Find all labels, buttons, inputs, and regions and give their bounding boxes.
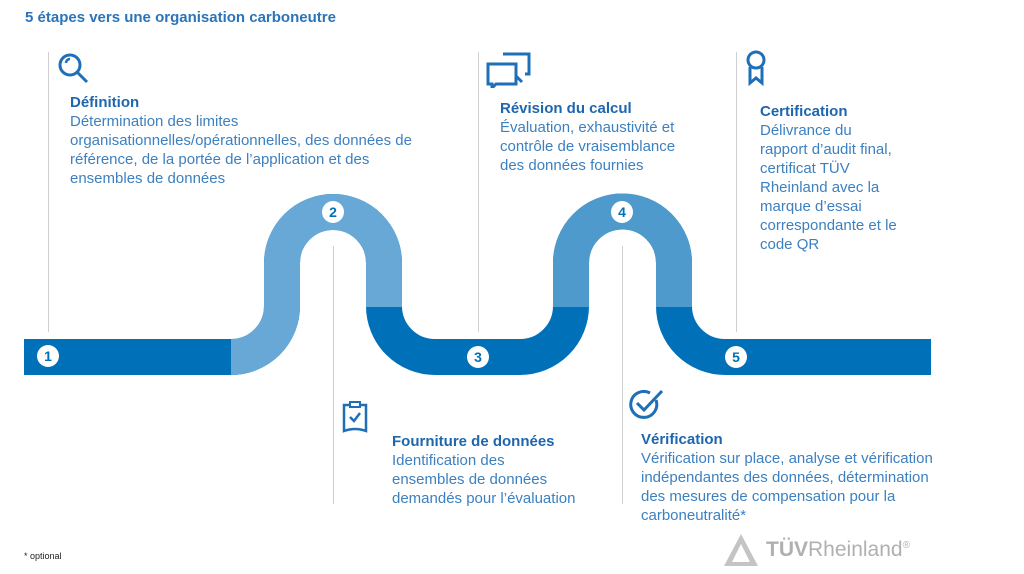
step-5-heading: Certification <box>760 103 848 120</box>
step-5-text: Certification Délivrance du rapport d’au… <box>760 102 960 254</box>
divider-step-5 <box>736 52 737 332</box>
step-4-line: Vérification sur place, analyse et vérif… <box>641 450 933 467</box>
step-marker-1 <box>37 345 59 367</box>
step-number-2: 2 <box>329 204 337 220</box>
step-marker-5 <box>725 346 747 368</box>
divider-step-4 <box>622 246 623 504</box>
step-4-line: des mesures de compensation pour la <box>641 488 896 505</box>
divider-step-2 <box>333 246 334 504</box>
step-5-line: marque d’essai <box>760 198 862 215</box>
divider-step-3 <box>478 52 479 332</box>
chat-bubbles-icon <box>486 52 531 88</box>
step-marker-4 <box>611 201 633 223</box>
step-3-line: contrôle de vraisemblance <box>500 138 676 155</box>
step-4-text: Vérification Vérification sur place, ana… <box>641 430 981 525</box>
step-2-heading: Fourniture de données <box>392 433 555 450</box>
page-title: 5 étapes vers une organisation carboneut… <box>25 9 336 26</box>
clipboard-check-icon <box>342 401 368 433</box>
check-circle-icon <box>629 389 664 419</box>
step-number-5: 5 <box>732 349 740 365</box>
step-1-text: Définition Détermination des limites org… <box>70 93 470 188</box>
step-5-line: certificat TÜV <box>760 160 850 177</box>
triangle-logo-icon <box>724 534 758 566</box>
step-number-3: 3 <box>474 349 482 365</box>
step-number-4: 4 <box>618 204 626 220</box>
step-5-line: Rheinland avec la <box>760 179 880 196</box>
step-3-line: des données fournies <box>500 157 644 174</box>
step-4-line: indépendantes des données, détermination <box>641 469 929 486</box>
step-2-text: Fourniture de données Identification des… <box>392 432 622 508</box>
logo-text: TÜVRheinland® <box>766 538 910 561</box>
footnote: * optional <box>24 551 62 561</box>
step-5-line: correspondante et le <box>760 217 897 234</box>
step-3-heading: Révision du calcul <box>500 100 632 117</box>
path-segment-2 <box>230 194 402 375</box>
step-2-line: ensembles de données <box>392 471 548 488</box>
step-4-line: carboneutralité* <box>641 507 747 524</box>
step-5-line: Délivrance du <box>760 122 852 139</box>
step-5-line: code QR <box>760 236 820 253</box>
path-segment-4 <box>553 193 692 307</box>
tuv-rheinland-logo: TÜVRheinland® <box>722 532 910 568</box>
step-number-1: 1 <box>44 348 52 364</box>
step-1-line: Détermination des limites <box>70 113 239 130</box>
step-1-line: référence, de la portée de l’application… <box>70 151 370 168</box>
divider-step-1 <box>48 52 49 332</box>
step-1-line: organisationnelles/opérationnelles, des … <box>70 132 412 149</box>
step-1-line: ensembles de données <box>70 170 226 187</box>
step-marker-2 <box>322 201 344 223</box>
step-5-line: rapport d’audit final, <box>760 141 892 158</box>
step-2-line: demandés pour l’évaluation <box>392 490 576 507</box>
step-4-heading: Vérification <box>641 431 723 448</box>
step-3-text: Révision du calcul Évaluation, exhaustiv… <box>500 99 730 175</box>
step-3-line: Évaluation, exhaustivité et <box>500 119 675 136</box>
step-2-line: Identification des <box>392 452 505 469</box>
step-marker-3 <box>467 346 489 368</box>
magnifier-icon <box>58 53 89 84</box>
award-ribbon-icon <box>746 50 766 86</box>
step-1-heading: Définition <box>70 94 140 111</box>
